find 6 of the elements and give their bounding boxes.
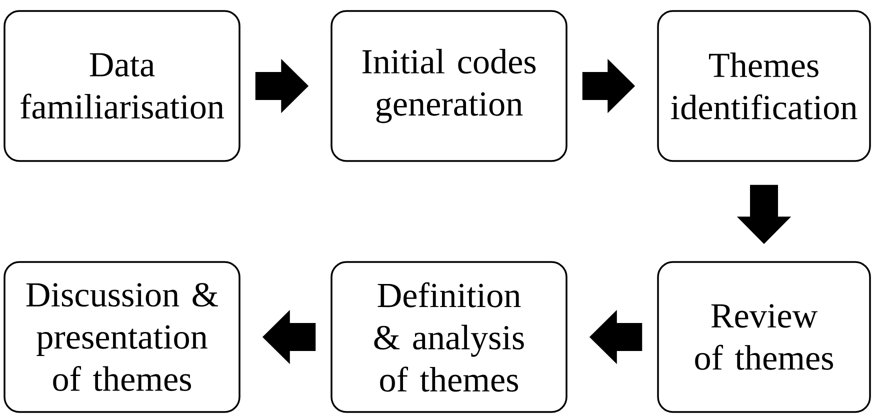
process-box: Themes identification — [657, 10, 871, 162]
process-box: Discussion & presentation of themes — [4, 261, 240, 413]
process-box: Initial codes generation — [330, 10, 568, 162]
process-box: Review of themes — [657, 261, 871, 413]
process-box: Data familiarisation — [4, 10, 240, 162]
process-box: Definition & analysis of themes — [330, 261, 568, 413]
